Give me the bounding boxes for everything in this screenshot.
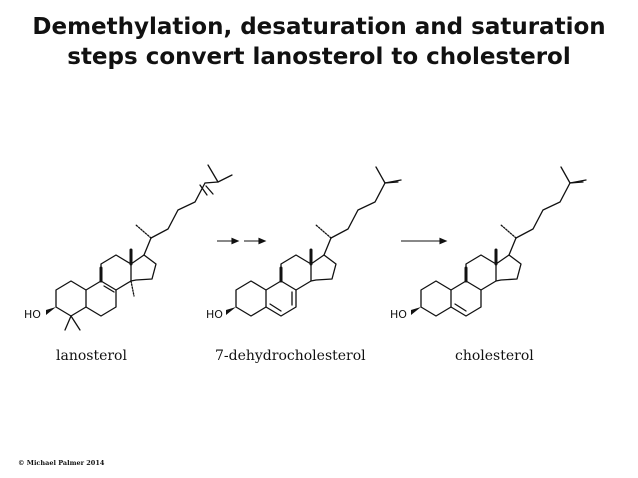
arrow-step-2 bbox=[401, 237, 448, 245]
caption-7-dehydrocholesterol: 7-dehydrocholesterol bbox=[215, 348, 366, 364]
arrow-step-1 bbox=[217, 237, 267, 245]
lanosterol-ho-label: HO bbox=[24, 308, 41, 321]
dehydrocholesterol-structure: HO bbox=[206, 166, 402, 321]
title-line-2: steps convert lanosterol to cholesterol bbox=[67, 44, 571, 70]
lanosterol-structure: HO bbox=[24, 164, 233, 331]
caption-cholesterol: cholesterol bbox=[455, 348, 534, 364]
caption-lanosterol: lanosterol bbox=[56, 348, 127, 364]
cholesterol-structure: HO bbox=[390, 166, 587, 321]
dehydrocholesterol-ho-label: HO bbox=[206, 308, 223, 321]
copyright-footer: © Michael Palmer 2014 bbox=[18, 459, 105, 467]
cholesterol-ho-label: HO bbox=[390, 308, 407, 321]
title-line-1: Demethylation, desaturation and saturati… bbox=[32, 14, 606, 40]
slide-title: Demethylation, desaturation and saturati… bbox=[0, 12, 638, 72]
